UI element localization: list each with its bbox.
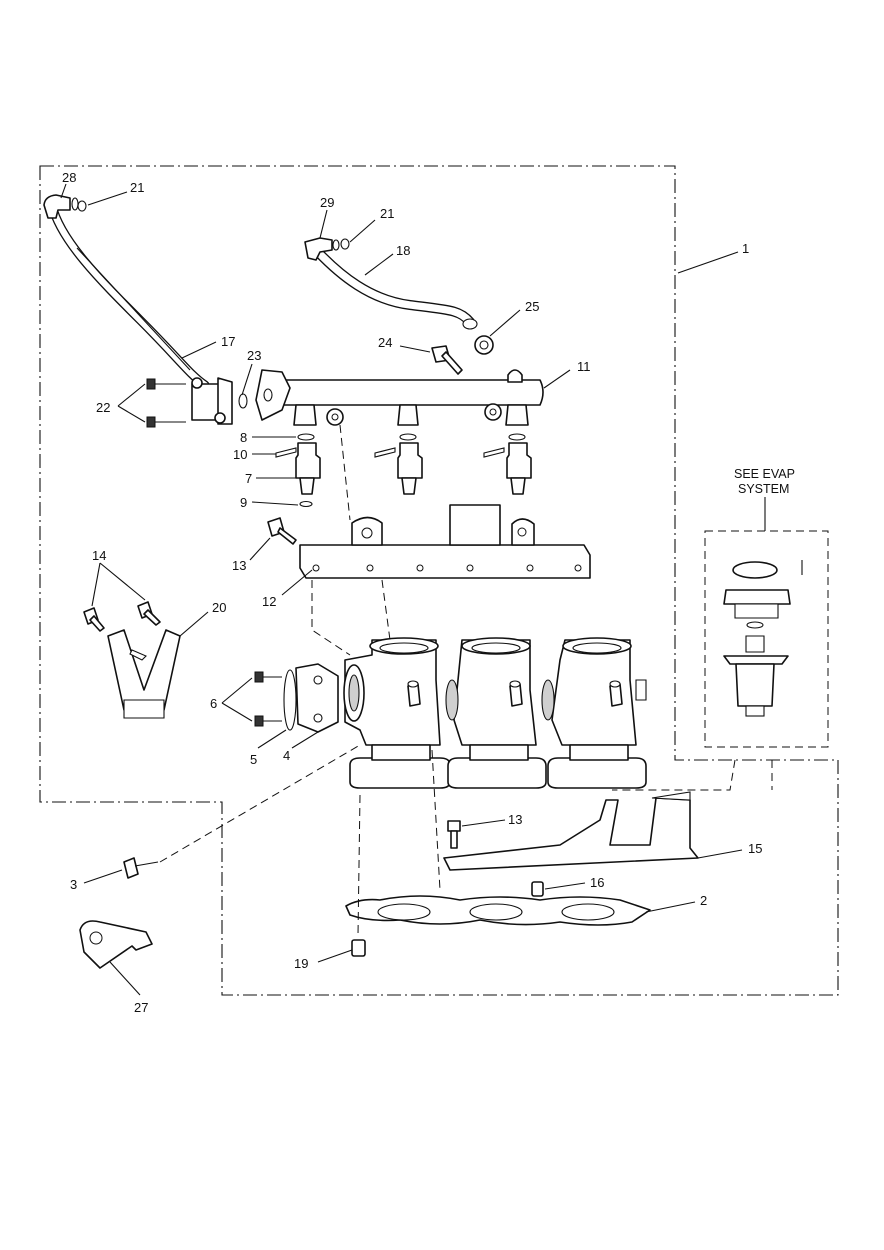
assembly-boundary	[39, 165, 839, 996]
label-21-right: 21	[380, 206, 394, 221]
label-13-lower: 13	[508, 812, 522, 827]
elbow-fitting-28	[43, 194, 79, 219]
evap-note-line1: SEE EVAP	[734, 467, 795, 481]
idle-valve-cover-4	[295, 663, 339, 733]
evap-note-line2: SYSTEM	[738, 482, 789, 496]
screw-22-lower	[146, 416, 186, 428]
gasket-5	[283, 669, 297, 731]
part-labels: 28 21 17 29 21 18 1 25 24 23 11 22 8 10 …	[62, 170, 795, 1015]
pressure-regulator-housing	[191, 377, 248, 425]
screw-3	[123, 857, 159, 879]
fuel-rail-11	[255, 369, 544, 426]
o-ring-9	[299, 500, 313, 508]
label-19: 19	[294, 956, 308, 971]
o-ring-21-right	[340, 238, 350, 250]
o-ring-8-a	[297, 433, 315, 441]
label-1: 1	[742, 241, 749, 256]
label-27: 27	[134, 1000, 148, 1015]
bolts-14	[83, 601, 161, 632]
o-ring-21-left	[77, 200, 87, 212]
bracket-15	[443, 791, 699, 871]
bracket-27	[79, 920, 153, 969]
label-6: 6	[210, 696, 217, 711]
label-3: 3	[70, 877, 77, 892]
label-17: 17	[221, 334, 235, 349]
alignment-dashes	[159, 424, 773, 936]
label-9: 9	[240, 495, 247, 510]
fuel-injector-7	[295, 442, 532, 495]
label-11: 11	[577, 359, 591, 374]
elbow-fitting-29	[304, 237, 340, 261]
label-7: 7	[245, 471, 252, 486]
screw-22-upper	[146, 378, 186, 390]
label-23: 23	[247, 348, 261, 363]
throttle-bracket-20	[107, 629, 181, 719]
label-22: 22	[96, 400, 110, 415]
injector-clip-10	[275, 447, 505, 458]
label-16: 16	[590, 875, 604, 890]
label-12: 12	[262, 594, 276, 609]
evap-system-box	[704, 497, 829, 748]
label-8: 8	[240, 430, 247, 445]
label-29: 29	[320, 195, 334, 210]
label-4: 4	[283, 748, 290, 763]
label-24: 24	[378, 335, 392, 350]
bolt-13-lower	[447, 820, 461, 849]
label-14: 14	[92, 548, 106, 563]
manifold-gasket-2	[345, 895, 651, 926]
bolt-13-upper	[267, 517, 297, 545]
bolt-24	[431, 345, 463, 375]
o-ring-8-b	[399, 433, 417, 441]
label-15: 15	[748, 841, 762, 856]
label-2: 2	[700, 893, 707, 908]
o-ring-8-c	[508, 433, 526, 441]
leader-lines	[60, 183, 743, 996]
label-28: 28	[62, 170, 76, 185]
screws-6	[254, 671, 282, 727]
label-10: 10	[233, 447, 247, 462]
fuel-hose-18	[313, 247, 478, 330]
support-bracket-12	[299, 504, 591, 579]
label-13-upper: 13	[232, 558, 246, 573]
label-20: 20	[212, 600, 226, 615]
fuel-hose-17	[47, 200, 210, 390]
hose-clip-25	[474, 335, 494, 355]
label-25: 25	[525, 299, 539, 314]
throttle-body-assembly	[343, 637, 647, 789]
label-21-left: 21	[130, 180, 144, 195]
label-18: 18	[396, 243, 410, 258]
dowel-16	[531, 881, 544, 897]
dowel-19	[351, 939, 366, 957]
label-5: 5	[250, 752, 257, 767]
evap-purge-unit	[723, 560, 803, 717]
